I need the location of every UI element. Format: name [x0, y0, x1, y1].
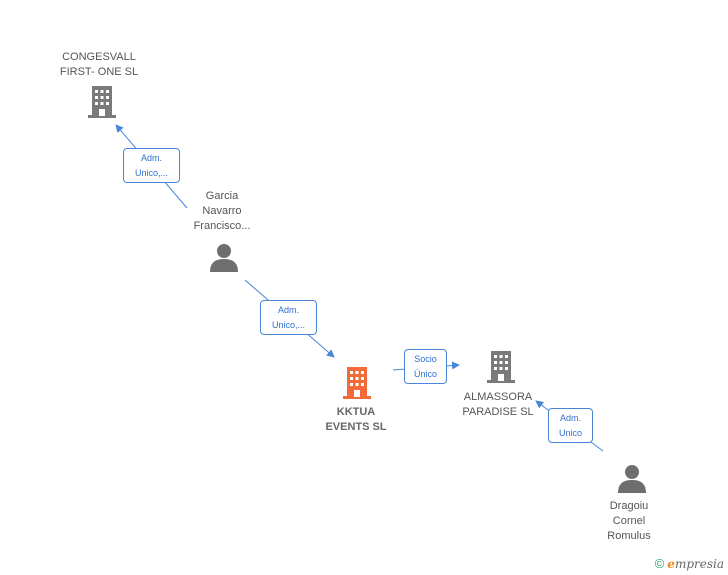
- brand-watermark: ©empresia: [655, 556, 724, 571]
- edge-label-line1: Adm.: [277, 305, 299, 315]
- node-name-line2: PARADISE SL: [462, 406, 534, 418]
- edge-label-line2: Unico: [558, 428, 582, 438]
- edge-label-line1: Adm.: [140, 153, 162, 163]
- node-name-line1: Dragoiu: [609, 500, 649, 512]
- edge-label-dragoiu-almassora[interactable]: Adm. Unico: [548, 408, 593, 443]
- node-label-garcia[interactable]: Garcia Navarro Francisco...: [194, 189, 251, 234]
- edge-label-kktua-almassora[interactable]: Socio Único: [404, 349, 447, 384]
- person-icon[interactable]: [617, 463, 647, 493]
- node-label-congesvall[interactable]: CONGESVALL FIRST- ONE SL: [60, 50, 138, 80]
- node-name-line2: Cornel: [612, 515, 646, 527]
- node-name-line1: KKTUA: [336, 406, 376, 418]
- brand-name: mpresia: [674, 557, 724, 571]
- brand-logo-initial: e: [667, 557, 675, 571]
- node-name-line3: Romulus: [607, 530, 651, 542]
- node-name-line1: ALMASSORA: [463, 391, 533, 403]
- node-name-line2: FIRST- ONE SL: [59, 66, 139, 78]
- node-name-line2: Navarro: [202, 205, 242, 217]
- edge-label-garcia-kktua[interactable]: Adm. Unico,...: [260, 300, 317, 335]
- building-icon[interactable]: [86, 85, 118, 119]
- edge-label-line1: Adm.: [559, 413, 581, 423]
- edge-label-garcia-congesvall[interactable]: Adm. Unico,...: [123, 148, 180, 183]
- node-name-line2: EVENTS SL: [325, 421, 387, 433]
- person-icon[interactable]: [209, 242, 239, 272]
- node-label-kktua[interactable]: KKTUA EVENTS SL: [325, 405, 386, 435]
- edge-label-line2: Unico,...: [134, 168, 168, 178]
- node-label-almassora[interactable]: ALMASSORA PARADISE SL: [462, 390, 533, 420]
- node-label-dragoiu[interactable]: Dragoiu Cornel Romulus: [607, 499, 650, 544]
- copyright-icon: ©: [654, 556, 665, 571]
- edge-label-line2: Único: [413, 369, 437, 379]
- edge-label-line2: Unico,...: [271, 320, 305, 330]
- node-name-line1: Garcia: [205, 190, 239, 202]
- building-icon[interactable]: [485, 350, 517, 384]
- node-name-line3: Francisco...: [193, 220, 251, 232]
- edge-label-line1: Socio: [414, 354, 437, 364]
- building-icon[interactable]: [341, 366, 373, 400]
- node-name-line1: CONGESVALL: [62, 51, 136, 63]
